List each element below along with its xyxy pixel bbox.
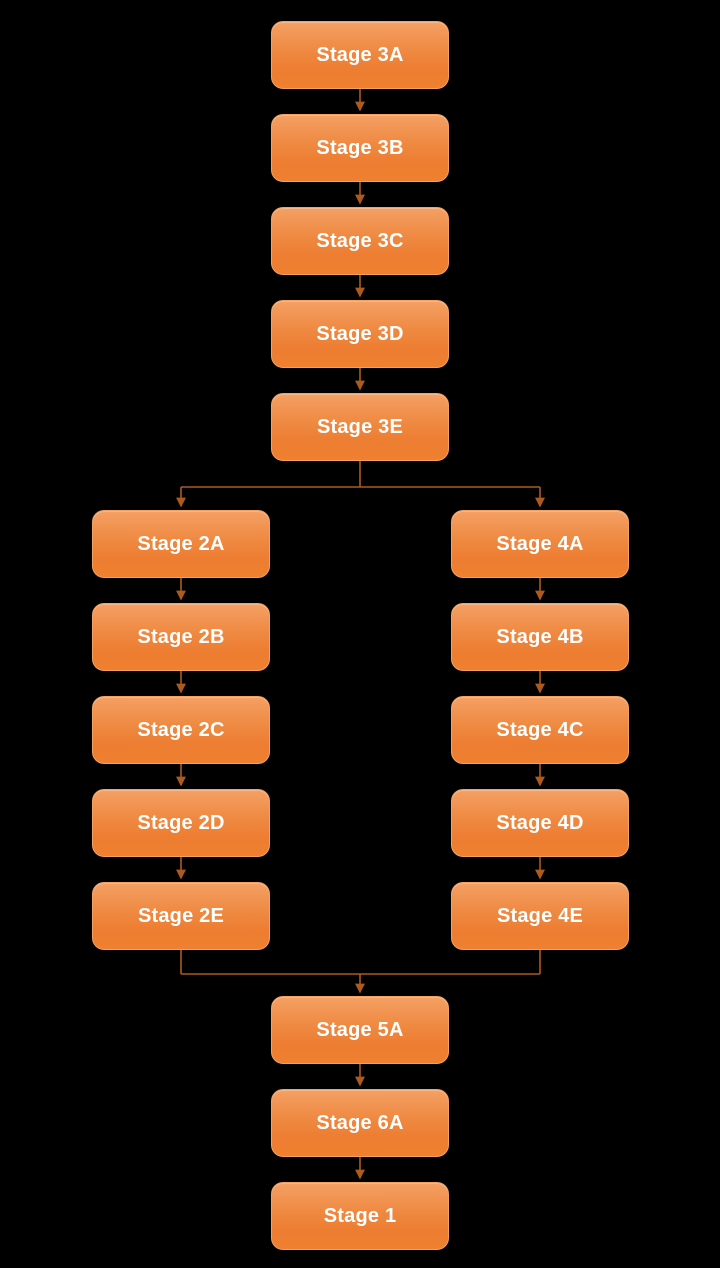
flow-node-label: Stage 3E: [316, 415, 404, 438]
flow-node-stage-2c[interactable]: Stage 2C: [92, 696, 270, 764]
flow-node-stage-3a[interactable]: Stage 3A: [271, 21, 449, 89]
flow-node-label: Stage 4A: [496, 532, 584, 555]
flow-node-stage-3c[interactable]: Stage 3C: [271, 207, 449, 275]
flow-node-label: Stage 3D: [316, 322, 404, 345]
flow-node-stage-4d[interactable]: Stage 4D: [451, 789, 629, 857]
flow-node-label: Stage 2D: [137, 811, 225, 834]
flow-node-label: Stage 1: [323, 1204, 397, 1227]
flow-node-stage-3b[interactable]: Stage 3B: [271, 114, 449, 182]
flow-node-label: Stage 3B: [316, 136, 404, 159]
flow-node-label: Stage 4B: [496, 625, 584, 648]
flow-node-label: Stage 5A: [316, 1018, 404, 1041]
flow-node-stage-4b[interactable]: Stage 4B: [451, 603, 629, 671]
flow-node-stage-2d[interactable]: Stage 2D: [92, 789, 270, 857]
flow-node-stage-2e[interactable]: Stage 2E: [92, 882, 270, 950]
flow-node-label: Stage 4D: [496, 811, 584, 834]
flow-node-stage-4c[interactable]: Stage 4C: [451, 696, 629, 764]
flow-node-stage-2b[interactable]: Stage 2B: [92, 603, 270, 671]
flow-node-stage-2a[interactable]: Stage 2A: [92, 510, 270, 578]
flow-node-stage-1[interactable]: Stage 1: [271, 1182, 449, 1250]
flow-node-label: Stage 2E: [137, 904, 225, 927]
flow-node-stage-4e[interactable]: Stage 4E: [451, 882, 629, 950]
flow-node-stage-3e[interactable]: Stage 3E: [271, 393, 449, 461]
flow-node-label: Stage 6A: [316, 1111, 404, 1134]
flow-node-label: Stage 2A: [137, 532, 225, 555]
flow-node-label: Stage 4E: [496, 904, 584, 927]
flow-node-label: Stage 2C: [137, 718, 225, 741]
flow-node-stage-5a[interactable]: Stage 5A: [271, 996, 449, 1064]
flow-node-label: Stage 3A: [316, 43, 404, 66]
flow-node-stage-3d[interactable]: Stage 3D: [271, 300, 449, 368]
flow-node-label: Stage 4C: [496, 718, 584, 741]
flow-node-label: Stage 2B: [137, 625, 225, 648]
flow-node-stage-6a[interactable]: Stage 6A: [271, 1089, 449, 1157]
flow-node-stage-4a[interactable]: Stage 4A: [451, 510, 629, 578]
flow-node-label: Stage 3C: [316, 229, 404, 252]
